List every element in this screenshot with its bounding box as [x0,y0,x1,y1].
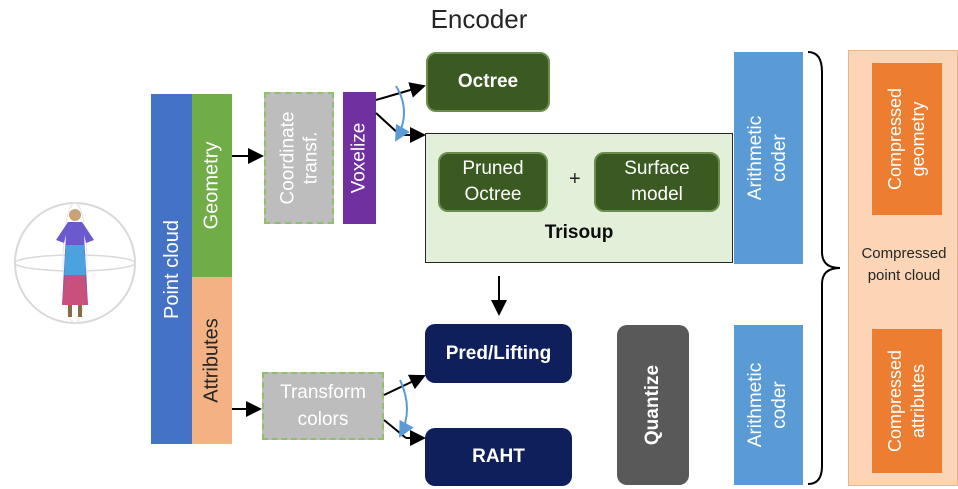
transform-colors-label: Transform colors [280,382,366,430]
compressed-point-cloud-label: Compressed point cloud [861,245,947,284]
arithmetic-coder-bottom-box: Arithmetic coder [734,325,803,485]
raht-label: RAHT [472,446,525,467]
pred-lifting-box: Pred/Lifting [425,324,572,383]
pred-lifting-label: Pred/Lifting [445,342,552,364]
trisoup-container: Pruned Octree + Surface model Trisoup [425,133,733,263]
surface-model-label: Surface model [624,158,690,205]
transform-colors-box: Transform colors [262,372,384,440]
compressed-attributes-box: Compressed attributes [872,329,942,473]
octree-box: Octree [426,52,550,112]
raht-box: RAHT [425,428,572,486]
transform-choice-arc [399,379,414,438]
curly-brace [807,51,841,485]
surface-model-box: Surface model [594,152,720,212]
plus-sign: + [569,168,581,190]
coordinate-transf-box: Coordinate transf. [264,92,334,224]
voxelize-choice-arc [395,85,410,142]
octree-label: Octree [457,71,519,92]
point-cloud-figure-image [10,195,140,330]
pruned-octree-box: Pruned Octree [438,152,548,212]
arithmetic-coder-top-box: Arithmetic coder [734,52,803,264]
compressed-geometry-box: Compressed geometry [872,63,942,215]
quantize-box: Quantize [617,325,689,485]
attributes-box: Attributes [192,277,232,444]
point-cloud-box: Point cloud [151,94,194,444]
diagram-title: Encoder [430,4,528,34]
voxelize-box: Voxelize [343,92,376,224]
pruned-octree-label: Pruned Octree [462,158,524,205]
transform-to-pred-arrow [383,374,426,396]
trisoup-label: Trisoup [544,222,614,243]
compressed-panel: Compressed geometry Compressed point clo… [848,50,958,486]
geometry-box: Geometry [192,94,232,277]
